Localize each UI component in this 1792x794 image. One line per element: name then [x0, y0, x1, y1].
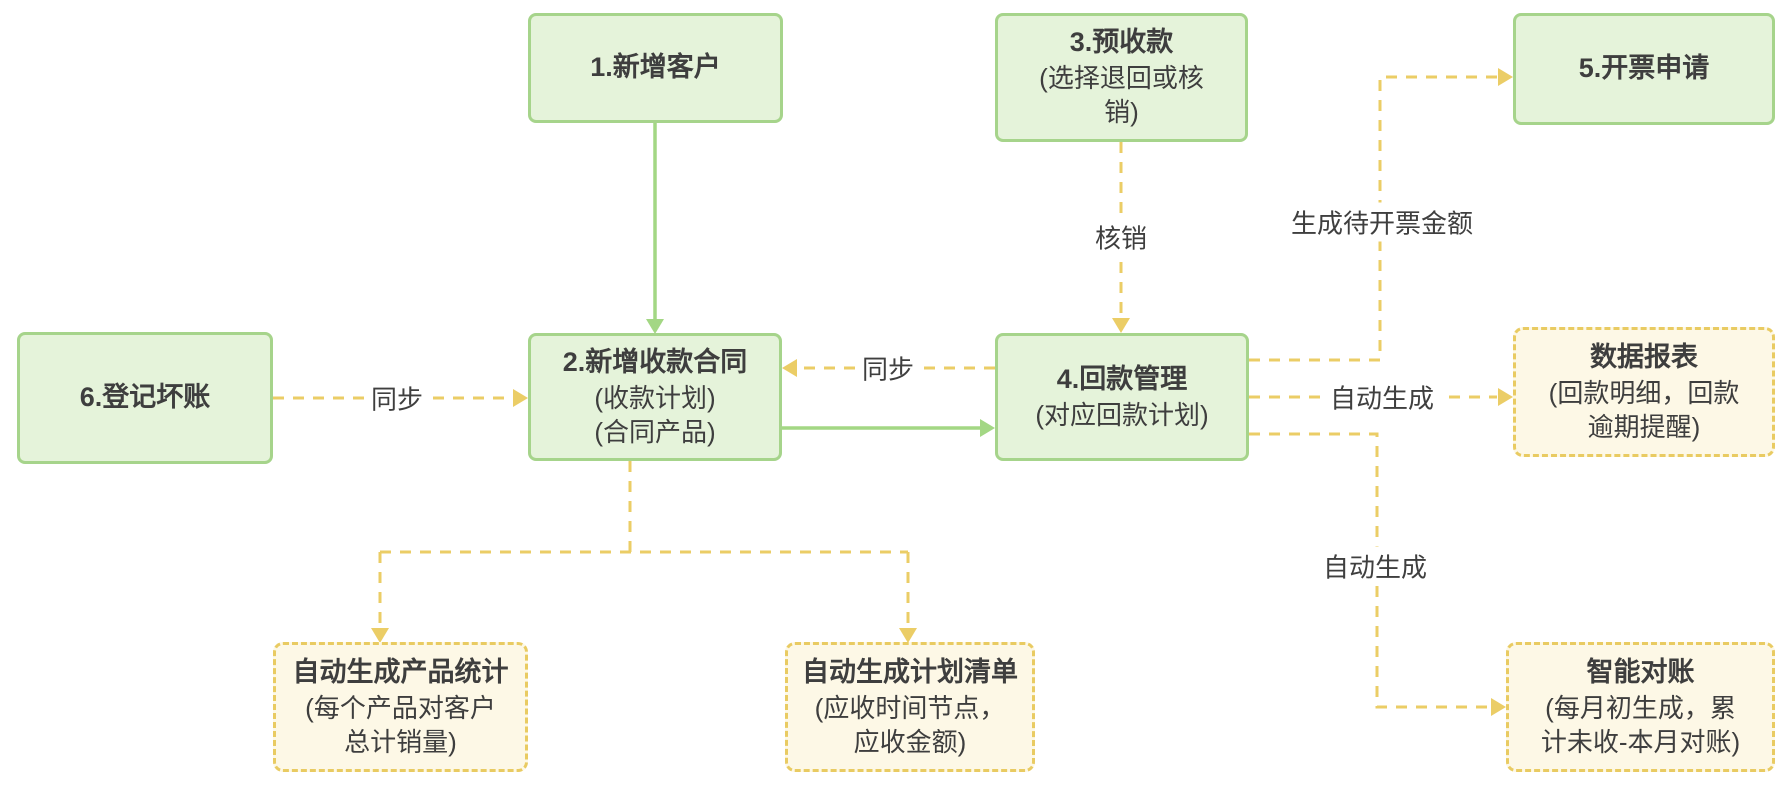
arrowhead-contract-to-payment — [980, 419, 995, 437]
node-data-report: 数据报表 (回款明细，回款 逾期提醒) — [1513, 327, 1775, 457]
arrowhead-payment-to-invoice — [1498, 68, 1513, 86]
node-prepayment: 3.预收款 (选择退回或核 销) — [995, 13, 1248, 142]
node-invoice-request: 5.开票申请 — [1513, 13, 1775, 125]
edge-label-auto-generate-reconcile: 自动生成 — [1316, 546, 1434, 586]
node-add-contract-title: 2.新增收款合同 — [562, 346, 748, 377]
edge-label-sync-baddebt: 同步 — [364, 378, 430, 418]
edge-contract-to-outputs — [378, 461, 910, 628]
node-bad-debt: 6.登记坏账 — [17, 332, 273, 464]
node-add-contract: 2.新增收款合同 (收款计划) (合同产品) — [528, 333, 782, 461]
node-prepayment-title: 3.预收款 — [1069, 27, 1174, 58]
edge-payment-to-invoice — [1249, 75, 1497, 362]
node-smart-reconcile: 智能对账 (每月初生成，累 计未收-本月对账) — [1506, 642, 1775, 772]
node-product-stats-title: 自动生成产品统计 — [292, 656, 509, 687]
arrowhead-baddebt-to-contract — [513, 389, 528, 407]
arrowhead-payment-to-report — [1498, 388, 1513, 406]
arrowhead-customer-to-contract — [646, 319, 664, 334]
node-add-customer-title: 1.新增客户 — [590, 52, 721, 83]
node-add-contract-subtitle: (收款计划) (合同产品) — [594, 382, 716, 447]
node-product-stats: 自动生成产品统计 (每个产品对客户 总计销量) — [273, 642, 528, 772]
node-bad-debt-title: 6.登记坏账 — [79, 382, 211, 413]
arrowhead-prepayment-to-payment — [1112, 318, 1130, 333]
node-data-report-title: 数据报表 — [1590, 341, 1698, 372]
node-prepayment-subtitle: (选择退回或核 销) — [1039, 63, 1204, 128]
node-smart-reconcile-subtitle: (每月初生成，累 计未收-本月对账) — [1540, 692, 1741, 757]
node-invoice-request-title: 5.开票申请 — [1578, 53, 1710, 84]
node-plan-list: 自动生成计划清单 (应收时间节点， 应收金额) — [785, 642, 1035, 772]
edge-label-verify: 核销 — [1088, 217, 1154, 257]
arrowhead-contract-to-productstats — [371, 628, 389, 643]
edge-label-pending-invoice: 生成待开票金额 — [1284, 202, 1480, 242]
edge-label-auto-generate-report: 自动生成 — [1323, 377, 1441, 417]
node-data-report-subtitle: (回款明细，回款 逾期提醒) — [1548, 377, 1740, 442]
arrowhead-payment-to-contract — [782, 359, 797, 377]
edge-label-sync-payment: 同步 — [855, 348, 921, 388]
node-add-customer: 1.新增客户 — [528, 13, 783, 123]
node-payment-management-subtitle: (对应回款计划) — [1035, 399, 1209, 430]
node-payment-management-title: 4.回款管理 — [1056, 364, 1188, 395]
arrowhead-contract-to-planlist — [899, 628, 917, 643]
arrowhead-payment-to-reconcile — [1491, 698, 1506, 716]
node-plan-list-subtitle: (应收时间节点， 应收金额) — [814, 692, 1006, 757]
node-product-stats-subtitle: (每个产品对客户 总计销量) — [305, 692, 496, 757]
node-smart-reconcile-title: 智能对账 — [1586, 656, 1695, 687]
node-payment-management: 4.回款管理 (对应回款计划) — [995, 333, 1249, 461]
node-plan-list-title: 自动生成计划清单 — [802, 656, 1018, 687]
